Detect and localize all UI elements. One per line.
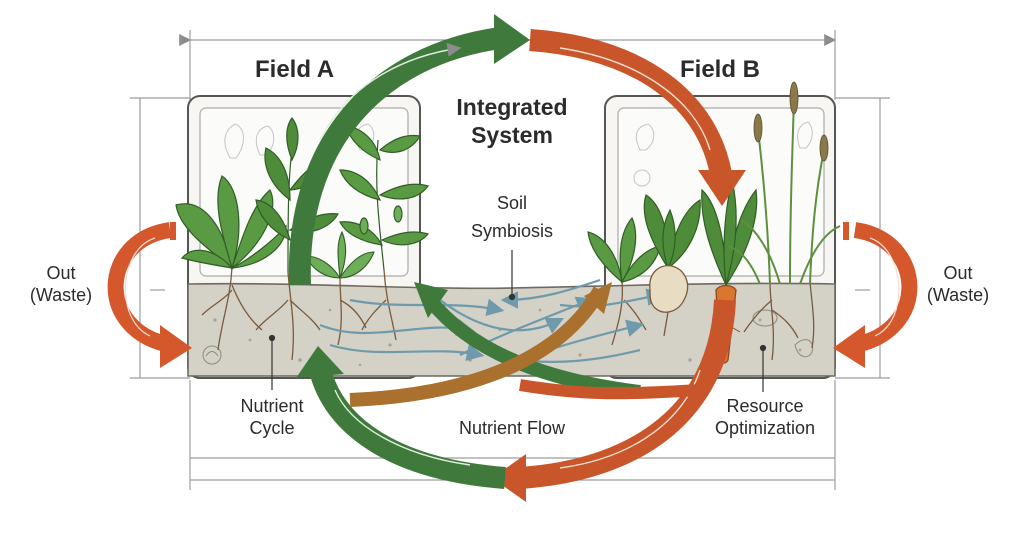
waste-arrow-left — [107, 222, 192, 368]
leader-lines — [268, 250, 767, 392]
soil-organisms — [202, 309, 814, 365]
field-b-label: Field B — [680, 56, 761, 83]
nutrient-cycle-line1: Nutrient — [240, 396, 304, 416]
out-waste-left-line1: Out — [46, 263, 76, 283]
nutrient-cycle-line2: Cycle — [249, 417, 295, 438]
out-waste-left-line2: (Waste) — [29, 284, 93, 305]
integrated-system-title-line2: System — [471, 121, 553, 148]
turnip — [643, 194, 701, 337]
out-waste-right-line1: Out — [943, 263, 973, 283]
out-waste-right-line2: (Waste) — [926, 284, 990, 305]
nutrient-cycle-label: Nutrient Cycle — [212, 396, 332, 439]
soil-symbiosis-line2: Symbiosis — [470, 220, 554, 241]
field-b-sketch-plants — [633, 121, 813, 187]
soil-symbiosis-label: Soil Symbiosis — [452, 193, 572, 242]
integrated-system-title-line1: Integrated — [456, 94, 568, 120]
cycle-arrows — [288, 14, 746, 502]
waste-arrow-right — [833, 222, 918, 368]
resource-optimization-line2: Optimization — [714, 417, 816, 438]
resource-optimization-label: Resource Optimization — [690, 396, 840, 439]
soil-symbiosis-line1: Soil — [496, 193, 527, 213]
field-a-plants — [175, 117, 430, 279]
nutrient-flow-label: Nutrient Flow — [458, 418, 566, 438]
field-a-label: Field A — [255, 56, 335, 83]
out-waste-left-label: Out (Waste) — [16, 263, 106, 306]
integrated-system-title: Integrated System — [432, 94, 592, 149]
grain-stalks — [727, 99, 841, 285]
resource-optimization-line1: Resource — [726, 396, 804, 416]
out-waste-right-label: Out (Waste) — [913, 263, 1003, 306]
